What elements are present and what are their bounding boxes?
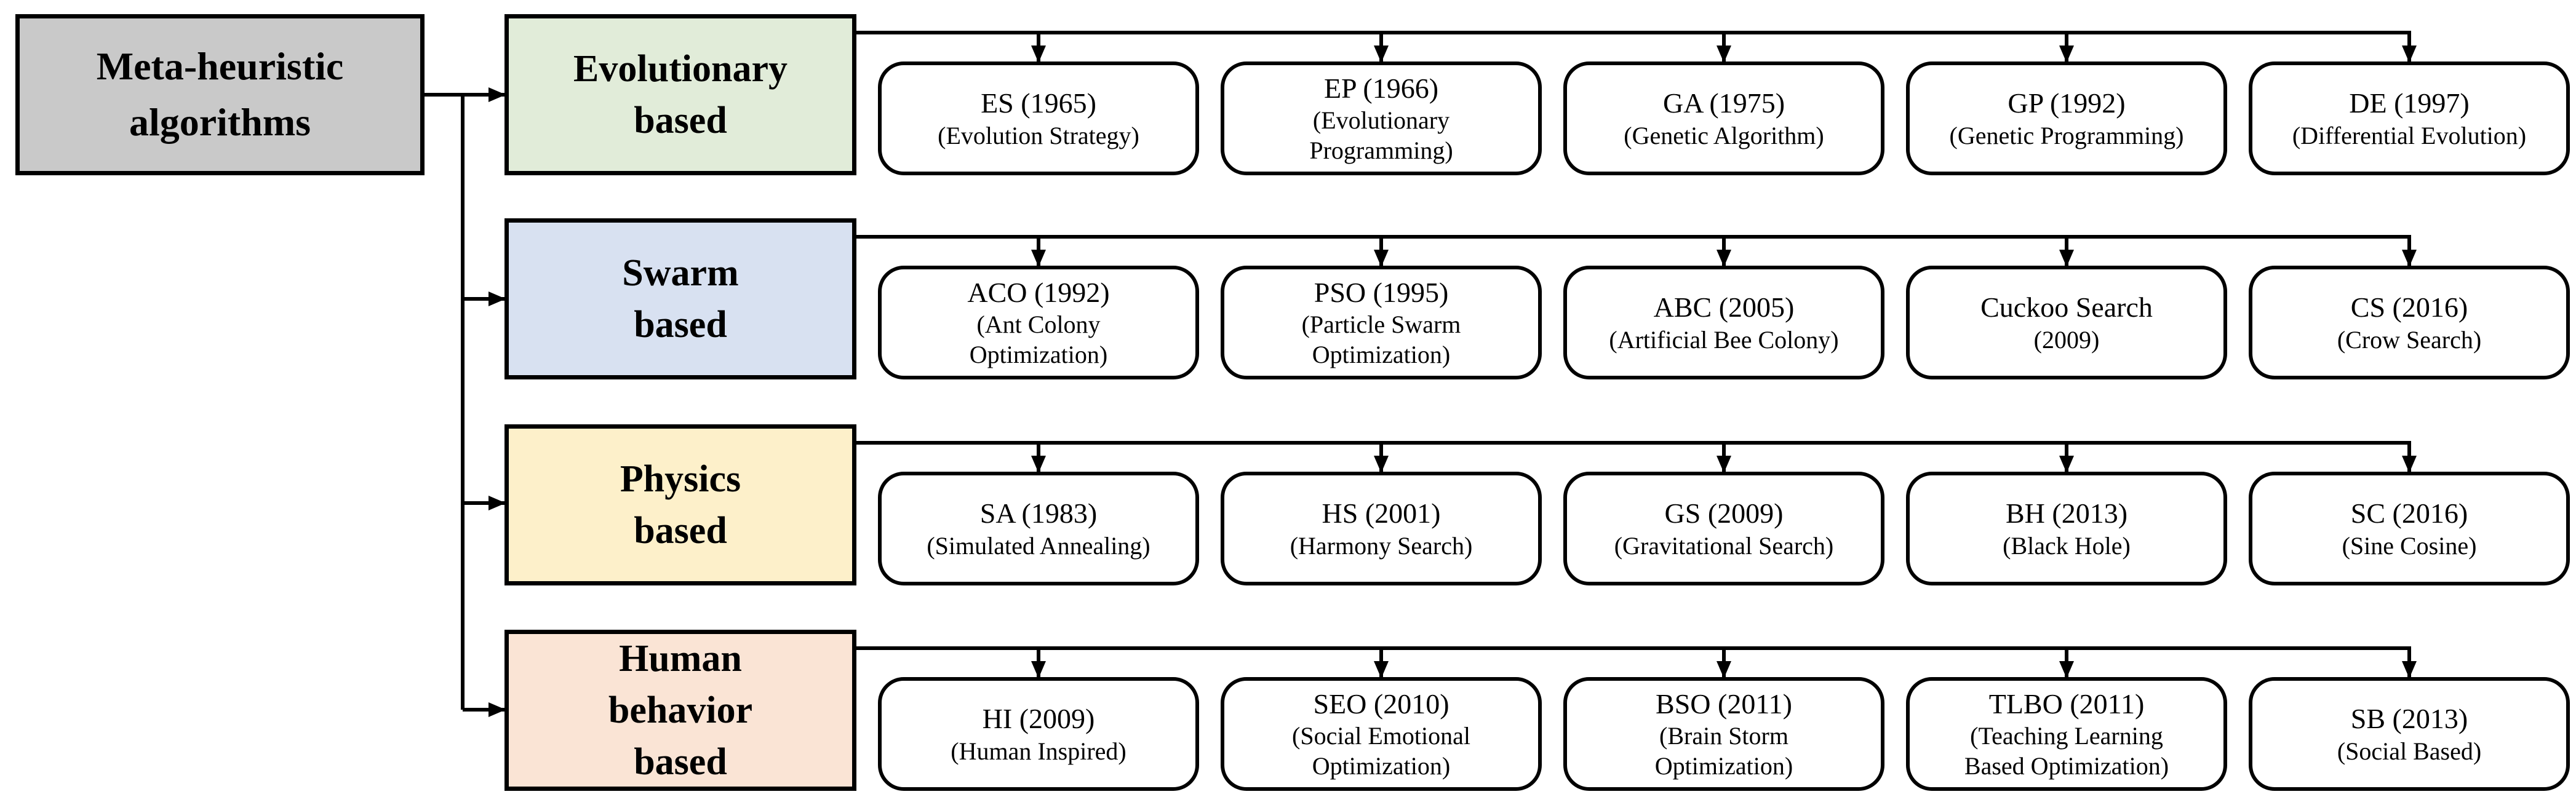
algorithm-fullname: (Particle Swarm Optimization) bbox=[1301, 311, 1461, 369]
algorithm-node-gs: GS (2009) (Gravitational Search) bbox=[1563, 472, 1884, 585]
algorithm-node-sc: SC (2016) (Sine Cosine) bbox=[2249, 472, 2570, 585]
algorithm-node-sa: SA (1983) (Simulated Annealing) bbox=[878, 472, 1199, 585]
algorithm-fullname: (Evolutionary Programming) bbox=[1309, 106, 1453, 165]
algorithm-fullname: (2009) bbox=[2033, 325, 2100, 354]
algorithm-abbrev: PSO (1995) bbox=[1314, 276, 1449, 308]
algorithm-node-seo: SEO (2010) (Social Emotional Optimizatio… bbox=[1221, 677, 1542, 791]
algorithm-abbrev: ACO (1992) bbox=[967, 276, 1110, 308]
algorithm-abbrev: TLBO (2011) bbox=[1988, 688, 2145, 720]
algorithm-node-hi: HI (2009) (Human Inspired) bbox=[878, 677, 1199, 791]
algorithm-abbrev: SEO (2010) bbox=[1313, 688, 1449, 720]
algorithm-node-bso: BSO (2011) (Brain Storm Optimization) bbox=[1563, 677, 1884, 791]
algorithm-abbrev: HI (2009) bbox=[982, 703, 1095, 735]
algorithm-abbrev: GS (2009) bbox=[1664, 498, 1784, 529]
algorithm-fullname: (Black Hole) bbox=[2003, 531, 2131, 560]
algorithm-abbrev: CS (2016) bbox=[2350, 291, 2468, 323]
algorithm-node-bh: BH (2013) (Black Hole) bbox=[1906, 472, 2227, 585]
algorithm-node-cs: CS (2016) (Crow Search) bbox=[2249, 266, 2570, 379]
algorithm-abbrev: HS (2001) bbox=[1322, 498, 1441, 529]
algorithm-fullname: (Harmony Search) bbox=[1290, 531, 1473, 560]
algorithm-fullname: (Evolution Strategy) bbox=[938, 121, 1139, 149]
algorithm-abbrev: DE (1997) bbox=[2349, 87, 2470, 119]
algorithm-abbrev: BSO (2011) bbox=[1656, 688, 1792, 720]
algorithm-node-gp: GP (1992) (Genetic Programming) bbox=[1906, 61, 2227, 175]
algorithm-abbrev: EP (1966) bbox=[1323, 72, 1439, 104]
algorithm-node-aco: ACO (1992) (Ant Colony Optimization) bbox=[878, 266, 1199, 379]
algorithm-abbrev: Cuckoo Search bbox=[1980, 291, 2153, 323]
algorithm-abbrev: GA (1975) bbox=[1662, 87, 1785, 119]
algorithm-abbrev: SA (1983) bbox=[979, 498, 1098, 529]
algorithm-fullname: (Simulated Annealing) bbox=[927, 531, 1150, 560]
algorithm-fullname: (Social Emotional Optimization) bbox=[1292, 722, 1470, 780]
algorithm-fullname: (Brain Storm Optimization) bbox=[1654, 722, 1793, 780]
algorithm-abbrev: BH (2013) bbox=[2005, 498, 2128, 529]
algorithm-fullname: (Sine Cosine) bbox=[2342, 531, 2477, 560]
algorithm-node-hs: HS (2001) (Harmony Search) bbox=[1221, 472, 1542, 585]
algorithm-abbrev: SB (2013) bbox=[2350, 703, 2468, 735]
root-node-meta-heuristic-algorithms: Meta-heuristic algorithms bbox=[15, 14, 425, 175]
algorithm-node-ga: GA (1975) (Genetic Algorithm) bbox=[1563, 61, 1884, 175]
algorithm-fullname: (Genetic Algorithm) bbox=[1624, 121, 1824, 149]
algorithm-fullname: (Artificial Bee Colony) bbox=[1609, 325, 1839, 354]
algorithm-fullname: (Human Inspired) bbox=[951, 737, 1127, 765]
algorithm-fullname: (Social Based) bbox=[2337, 737, 2482, 765]
algorithm-node-de: DE (1997) (Differential Evolution) bbox=[2249, 61, 2570, 175]
category-node-evolutionary-based: Evolutionary based bbox=[504, 14, 856, 175]
algorithm-fullname: (Genetic Programming) bbox=[1949, 121, 2184, 149]
algorithm-fullname: (Gravitational Search) bbox=[1614, 531, 1834, 560]
algorithm-fullname: (Ant Colony Optimization) bbox=[969, 311, 1108, 369]
category-node-swarm-based: Swarm based bbox=[504, 218, 856, 379]
algorithm-node-tlbo: TLBO (2011) (Teaching Learning Based Opt… bbox=[1906, 677, 2227, 791]
category-node-human-behavior-based: Human behavior based bbox=[504, 630, 856, 791]
category-node-physics-based: Physics based bbox=[504, 424, 856, 585]
algorithm-node-sb: SB (2013) (Social Based) bbox=[2249, 677, 2570, 791]
algorithm-abbrev: ABC (2005) bbox=[1653, 291, 1795, 323]
algorithm-fullname: (Teaching Learning Based Optimization) bbox=[1964, 722, 2169, 780]
algorithm-node-cuckoo-search: Cuckoo Search (2009) bbox=[1906, 266, 2227, 379]
algorithm-abbrev: SC (2016) bbox=[2350, 498, 2468, 529]
algorithm-node-abc: ABC (2005) (Artificial Bee Colony) bbox=[1563, 266, 1884, 379]
algorithm-abbrev: GP (1992) bbox=[2008, 87, 2126, 119]
algorithm-abbrev: ES (1965) bbox=[981, 87, 1096, 119]
algorithm-node-pso: PSO (1995) (Particle Swarm Optimization) bbox=[1221, 266, 1542, 379]
algorithm-fullname: (Crow Search) bbox=[2337, 325, 2482, 354]
algorithm-node-ep: EP (1966) (Evolutionary Programming) bbox=[1221, 61, 1542, 175]
algorithm-node-es: ES (1965) (Evolution Strategy) bbox=[878, 61, 1199, 175]
algorithm-fullname: (Differential Evolution) bbox=[2292, 121, 2527, 149]
